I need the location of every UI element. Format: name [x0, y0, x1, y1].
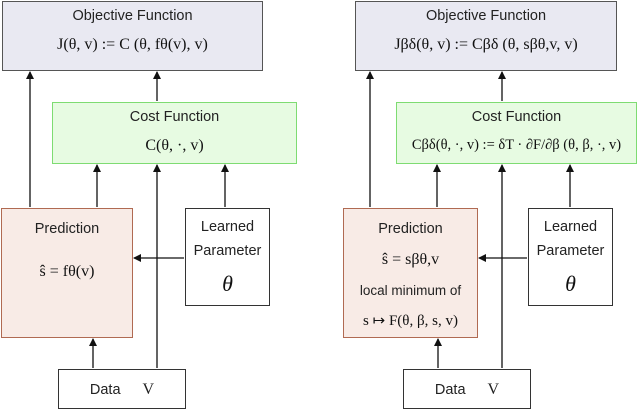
prediction-box-left: Prediction ŝ = fθ(v) — [1, 208, 133, 338]
cost-function-box-left: Cost Function C(θ, ·, v) — [52, 102, 297, 164]
learned-line2-right: Parameter — [536, 243, 605, 259]
data-box-left: Data V — [58, 369, 186, 409]
prediction-local-min-text: local minimum of — [359, 283, 462, 298]
learned-symbol-right: θ — [565, 271, 576, 296]
data-box-right: Data V — [403, 369, 531, 409]
prediction-formula-left: ŝ = fθ(v) — [39, 263, 95, 280]
cost-function-box-right: Cost Function Cβδ(θ, ·, v) := δT · ∂F/∂β… — [396, 102, 637, 164]
data-text-right: Data — [434, 382, 466, 398]
cost-formula-right: Cβδ(θ, ·, v) := δT · ∂F/∂β (θ, β, ·, v) — [411, 137, 622, 153]
prediction-title-left: Prediction — [34, 221, 100, 237]
learned-line1-right: Learned — [543, 219, 598, 235]
objective-function-box-right: Objective Function Jβδ(θ, v) := Cβδ (θ, … — [355, 1, 617, 71]
data-label-left: Data V — [59, 381, 185, 399]
learned-parameter-box-right: Learned Parameter θ — [528, 208, 613, 306]
prediction-formula-right: ŝ = sβθ,v — [381, 251, 440, 268]
data-symbol-right: V — [487, 381, 500, 398]
objective-function-box-left: Objective Function J(θ, v) := C (θ, fθ(v… — [2, 1, 263, 71]
cost-title-left: Cost Function — [129, 109, 220, 125]
learned-line1-left: Learned — [200, 219, 255, 235]
data-symbol-left: V — [142, 381, 155, 398]
objective-title-right: Objective Function — [425, 8, 547, 24]
objective-formula-right: Jβδ(θ, v) := Cβδ (θ, sβθ,v, v) — [394, 36, 578, 53]
prediction-map-formula: s ↦ F(θ, β, s, v) — [363, 313, 458, 329]
learned-line2-left: Parameter — [193, 243, 262, 259]
learned-symbol-left: θ — [222, 271, 233, 296]
cost-title-right: Cost Function — [471, 109, 562, 125]
data-text-left: Data — [89, 382, 121, 398]
prediction-title-right: Prediction — [378, 221, 443, 237]
prediction-box-right: Prediction ŝ = sβθ,v local minimum of s … — [343, 208, 478, 338]
objective-title-left: Objective Function — [72, 8, 193, 24]
objective-formula-left: J(θ, v) := C (θ, fθ(v), v) — [57, 36, 208, 53]
data-label-right: Data V — [404, 381, 530, 399]
cost-formula-left: C(θ, ·, v) — [145, 137, 204, 154]
learned-parameter-box-left: Learned Parameter θ — [185, 208, 270, 306]
